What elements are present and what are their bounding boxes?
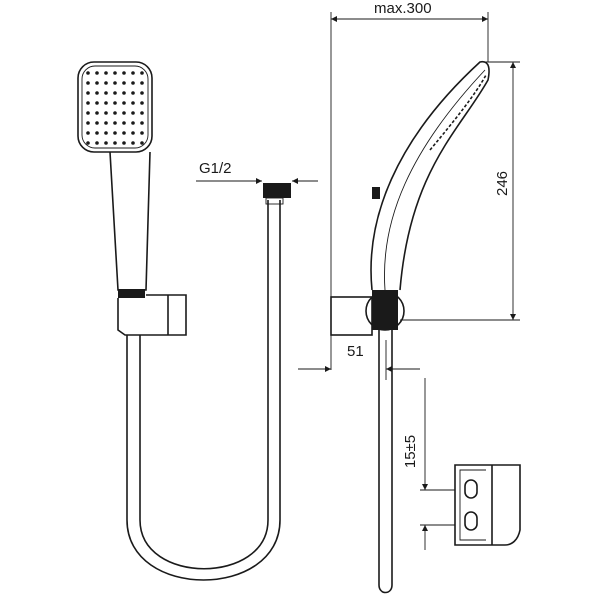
wall-bracket xyxy=(454,464,521,546)
spray-nozzle xyxy=(122,111,126,115)
front-hand-shower xyxy=(77,61,187,336)
spray-nozzle xyxy=(131,81,135,85)
height-label: 246 xyxy=(494,170,512,197)
spray-nozzle xyxy=(131,111,135,115)
spray-nozzle xyxy=(86,111,90,115)
spray-nozzle xyxy=(95,111,99,115)
spray-nozzle xyxy=(95,141,99,145)
spray-nozzle xyxy=(113,121,117,125)
spray-nozzle xyxy=(95,91,99,95)
spray-nozzle xyxy=(104,141,108,145)
spray-nozzle xyxy=(131,101,135,105)
spray-nozzle xyxy=(104,131,108,135)
spray-nozzle xyxy=(86,131,90,135)
connector-nut xyxy=(263,183,291,198)
spray-nozzle xyxy=(140,101,144,105)
spray-nozzle xyxy=(113,81,117,85)
spray-nozzle xyxy=(95,121,99,125)
spray-nozzle xyxy=(140,121,144,125)
offset-label: 51 xyxy=(347,343,364,360)
spray-nozzles xyxy=(86,71,144,145)
spray-nozzle xyxy=(122,91,126,95)
max-width-label: max.300 xyxy=(374,0,432,17)
spray-nozzle xyxy=(140,91,144,95)
spray-nozzle xyxy=(131,91,135,95)
spray-nozzle xyxy=(86,81,90,85)
spray-nozzle xyxy=(113,111,117,115)
spray-nozzle xyxy=(95,81,99,85)
bracket-spacing-label: 15±5 xyxy=(402,434,420,469)
spray-nozzle xyxy=(140,141,144,145)
spray-nozzle xyxy=(86,71,90,75)
spray-nozzle xyxy=(95,71,99,75)
spray-nozzle xyxy=(122,131,126,135)
spray-nozzle xyxy=(131,141,135,145)
spray-nozzle xyxy=(122,81,126,85)
hose xyxy=(126,183,291,581)
spray-nozzle xyxy=(113,71,117,75)
spray-nozzle xyxy=(104,101,108,105)
spray-nozzle xyxy=(113,101,117,105)
spray-nozzle xyxy=(95,101,99,105)
spray-nozzle xyxy=(113,91,117,95)
spray-nozzle xyxy=(140,81,144,85)
spray-nozzle xyxy=(122,71,126,75)
spray-nozzle xyxy=(104,111,108,115)
spray-nozzle xyxy=(131,121,135,125)
spray-nozzle xyxy=(122,121,126,125)
spray-nozzle xyxy=(86,121,90,125)
hose-nut xyxy=(118,289,145,298)
spray-nozzle xyxy=(86,91,90,95)
spray-nozzle xyxy=(113,141,117,145)
spray-nozzle xyxy=(86,101,90,105)
side-hand-shower xyxy=(330,60,490,594)
spray-nozzle xyxy=(131,71,135,75)
spray-nozzle xyxy=(104,71,108,75)
spray-nozzle xyxy=(140,111,144,115)
spray-nozzle xyxy=(95,131,99,135)
spray-nozzle xyxy=(113,131,117,135)
spray-nozzle xyxy=(122,141,126,145)
spray-nozzle xyxy=(140,71,144,75)
spray-nozzle xyxy=(86,141,90,145)
spray-nozzle xyxy=(104,91,108,95)
spray-nozzle xyxy=(104,81,108,85)
spray-nozzle xyxy=(104,121,108,125)
thread-size-label: G1/2 xyxy=(199,160,232,177)
spray-nozzle xyxy=(131,131,135,135)
spray-nozzle xyxy=(140,131,144,135)
spray-nozzle xyxy=(122,101,126,105)
